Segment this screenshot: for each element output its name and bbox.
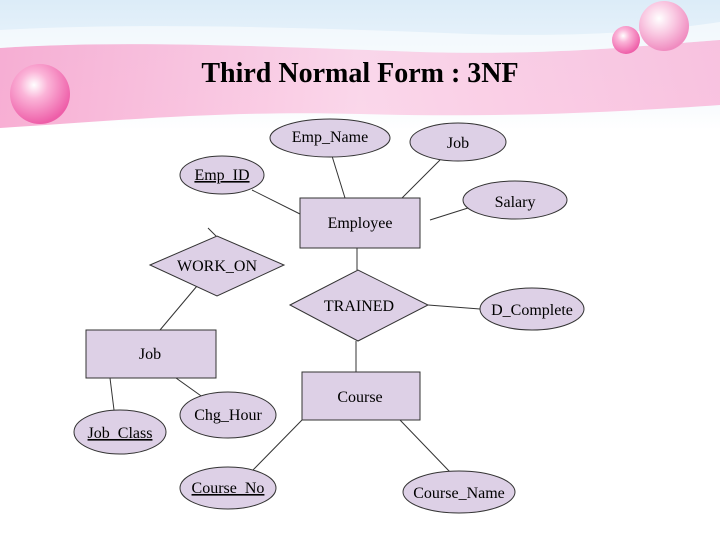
banner-highlight <box>0 22 720 53</box>
entity-job: Job <box>85 329 217 379</box>
entity-employee: Employee <box>299 197 421 249</box>
entity-course: Course <box>301 371 421 421</box>
line-empname-employee <box>331 155 346 199</box>
attribute-emp-name: Emp_Name <box>269 118 391 158</box>
attribute-salary-label: Salary <box>495 194 536 211</box>
line-job-chghour <box>175 377 205 399</box>
attribute-job: Job <box>409 122 507 162</box>
line-trained-dcomplete <box>427 304 481 310</box>
relationship-trained-label: TRAINED <box>324 298 394 315</box>
line-employee-workon <box>207 227 217 237</box>
relationship-work-on: WORK_ON <box>148 235 286 297</box>
entity-job-label: Job <box>139 346 161 363</box>
pink-banner <box>0 40 720 128</box>
connectors <box>109 155 481 473</box>
attribute-chg-hour-label: Chg_Hour <box>194 407 262 424</box>
line-job-employee <box>401 159 441 199</box>
attribute-course-no-label: Course_No <box>192 480 265 497</box>
line-workon-job <box>159 285 198 331</box>
line-job-jobclass <box>109 377 115 411</box>
attribute-course-name: Course_Name <box>402 470 516 514</box>
relationship-work-on-label: WORK_ON <box>177 258 257 275</box>
attribute-course-name-label: Course_Name <box>413 485 505 502</box>
line-course-coursename <box>399 419 451 473</box>
attribute-salary: Salary <box>462 180 568 220</box>
attribute-job-label: Job <box>447 135 469 152</box>
slide-title: Third Normal Form : 3NF <box>201 58 519 89</box>
attribute-job-class-label: Job_Class <box>88 425 153 442</box>
line-empid-employee <box>251 189 301 215</box>
attribute-course-no: Course_No <box>179 466 277 510</box>
bubble-left <box>10 64 70 124</box>
entity-course-label: Course <box>337 389 382 406</box>
bubble-top-right <box>639 1 689 51</box>
line-salary-employee <box>429 207 469 221</box>
line-course-courseno <box>252 419 303 471</box>
attribute-emp-id-label: Emp_ID <box>194 167 249 184</box>
relationship-trained: TRAINED <box>288 269 430 342</box>
attribute-emp-id: Emp_ID <box>179 155 265 195</box>
attribute-emp-name-label: Emp_Name <box>292 129 368 146</box>
attribute-d-complete-label: D_Complete <box>491 302 573 319</box>
attribute-job-class: Job_Class <box>73 409 167 455</box>
entity-employee-label: Employee <box>328 215 393 232</box>
bubble-small-right <box>612 26 640 54</box>
attribute-d-complete: D_Complete <box>479 287 585 331</box>
attribute-chg-hour: Chg_Hour <box>179 391 277 439</box>
